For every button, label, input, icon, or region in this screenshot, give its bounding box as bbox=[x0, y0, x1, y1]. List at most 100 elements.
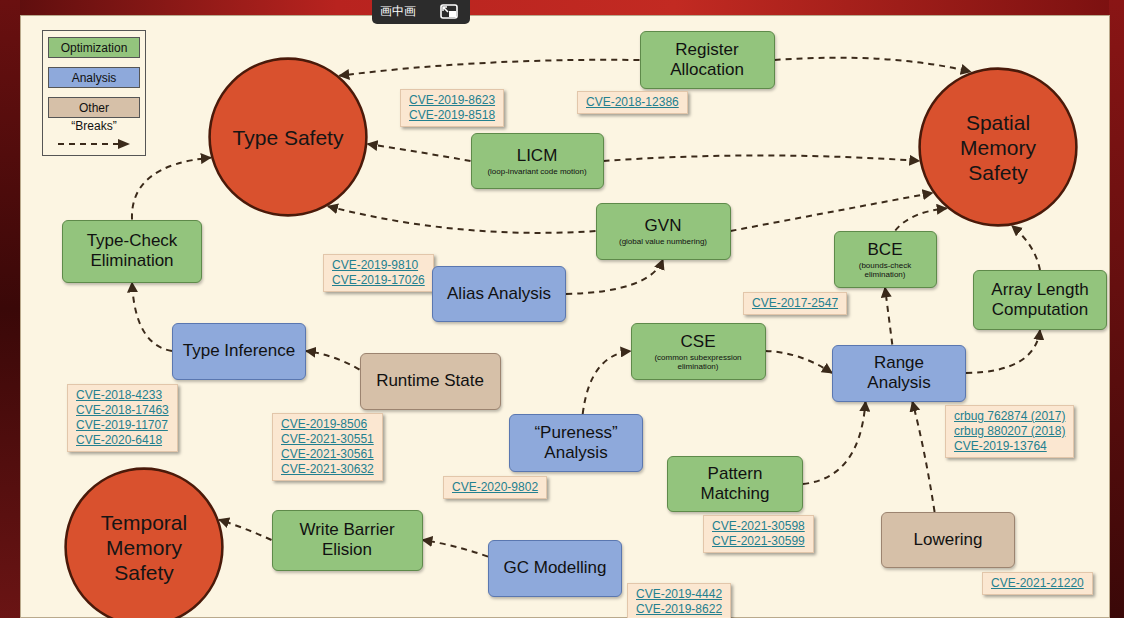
breaks-arrow bbox=[306, 351, 360, 370]
box-title: LICM bbox=[517, 146, 558, 166]
cve-note: CVE-2021-30598CVE-2021-30599 bbox=[703, 515, 814, 553]
cve-link: CVE-2021-30599 bbox=[712, 534, 805, 549]
breaks-arrow bbox=[368, 144, 471, 161]
frame-band bbox=[1109, 0, 1124, 618]
optimization-box: Type-Check Elimination bbox=[62, 220, 202, 283]
pip-overlay: 画中画 bbox=[372, 0, 470, 24]
legend-text: Analysis bbox=[72, 71, 117, 85]
breaks-arrow bbox=[328, 206, 596, 233]
other-box: Runtime State bbox=[360, 353, 501, 410]
property-circle: Type Safety bbox=[208, 57, 368, 217]
cve-note: CVE-2018-12386 bbox=[577, 91, 688, 114]
circle-label: Temporal Memory Safety bbox=[85, 510, 203, 585]
cve-link: CVE-2019-8623 bbox=[409, 93, 495, 108]
box-title: Pattern Matching bbox=[677, 464, 793, 504]
frame-band bbox=[0, 0, 1124, 16]
cve-link: CVE-2017-2547 bbox=[752, 296, 838, 311]
legend-text: Other bbox=[79, 101, 109, 115]
breaks-arrow bbox=[966, 330, 1040, 373]
pip-icon bbox=[438, 2, 462, 22]
legend-swatch: Other bbox=[48, 97, 140, 118]
other-box: Lowering bbox=[881, 512, 1015, 568]
optimization-box: BCE(bounds-check elimination) bbox=[834, 231, 937, 288]
breaks-arrow bbox=[895, 208, 946, 230]
optimization-box: CSE(common subexpression elimination) bbox=[631, 323, 766, 380]
box-title: BCE bbox=[868, 240, 903, 260]
breaks-arrow bbox=[339, 60, 639, 76]
cve-link: CVE-2019-8622 bbox=[636, 602, 722, 617]
cve-note: CVE-2019-8623CVE-2019-8518 bbox=[400, 89, 504, 127]
breaks-arrow bbox=[219, 520, 271, 540]
breaks-arrow bbox=[566, 260, 663, 295]
legend-line-sample bbox=[54, 137, 134, 151]
breaks-arrow bbox=[766, 351, 833, 373]
box-subtitle: (bounds-check elimination) bbox=[844, 261, 927, 279]
analysis-box: Range Analysis bbox=[832, 345, 966, 402]
cve-link: CVE-2018-12386 bbox=[586, 95, 679, 110]
cve-link: CVE-2021-30551 bbox=[281, 432, 374, 447]
property-circle: Spatial Memory Safety bbox=[918, 67, 1078, 227]
legend-text: Optimization bbox=[61, 41, 128, 55]
legend-swatch: Optimization bbox=[48, 37, 140, 58]
cve-note: CVE-2021-21220 bbox=[982, 572, 1093, 595]
box-title: Range Analysis bbox=[842, 353, 956, 393]
cve-note: CVE-2017-2547 bbox=[743, 292, 847, 315]
box-title: GC Modelling bbox=[504, 558, 607, 578]
circle-shape bbox=[210, 59, 367, 216]
circle-shape bbox=[66, 469, 223, 618]
cve-note: CVE-2018-4233CVE-2018-17463CVE-2019-1170… bbox=[67, 384, 178, 452]
property-circle: Temporal Memory Safety bbox=[64, 467, 224, 618]
analysis-box: “Pureness” Analysis bbox=[509, 414, 643, 472]
cve-link: CVE-2019-11707 bbox=[76, 418, 168, 433]
cve-link: CVE-2019-13764 bbox=[954, 439, 1047, 454]
legend-text: “Breaks” bbox=[43, 119, 145, 133]
breaks-arrow bbox=[423, 540, 489, 557]
box-title: Array Length Computation bbox=[983, 280, 1097, 320]
box-title: Register Allocation bbox=[650, 40, 765, 80]
circle-label: Spatial Memory Safety bbox=[939, 110, 1057, 185]
box-title: Runtime State bbox=[376, 371, 484, 391]
optimization-box: GVN(global value numbering) bbox=[596, 203, 731, 260]
analysis-box: Type Inference bbox=[172, 323, 306, 380]
box-title: CSE bbox=[681, 332, 716, 352]
optimization-box: LICM(loop-invariant code motion) bbox=[471, 133, 604, 189]
legend-box: OptimizationAnalysisOther “Breaks” bbox=[42, 30, 146, 156]
box-title: GVN bbox=[645, 216, 682, 236]
cve-link: crbug 880207 (2018) bbox=[954, 424, 1065, 439]
cve-link: CVE-2019-4442 bbox=[636, 587, 722, 602]
cve-note: CVE-2019-4442CVE-2019-8622 bbox=[627, 583, 731, 618]
breaks-arrow bbox=[775, 58, 971, 72]
box-title: Type Inference bbox=[183, 341, 295, 361]
cve-link: CVE-2021-21220 bbox=[991, 576, 1084, 591]
analysis-box: GC Modelling bbox=[488, 540, 622, 597]
legend-swatch: Analysis bbox=[48, 67, 140, 88]
box-subtitle: (loop-invariant code motion) bbox=[487, 167, 586, 176]
cve-note: CVE-2019-9810CVE-2019-17026 bbox=[323, 254, 434, 292]
optimization-box: Write Barrier Elision bbox=[272, 510, 423, 571]
optimization-box: Array Length Computation bbox=[973, 270, 1107, 330]
circle-shape bbox=[920, 69, 1077, 226]
breaks-arrow bbox=[885, 288, 892, 345]
cve-link: CVE-2021-30561 bbox=[281, 447, 374, 462]
cve-note: crbug 762874 (2017)crbug 880207 (2018)CV… bbox=[945, 405, 1074, 458]
overlay-label: 画中画 bbox=[380, 4, 416, 19]
legend-item: “Breaks” bbox=[43, 119, 145, 151]
breaks-arrow bbox=[604, 155, 920, 161]
breaks-arrow bbox=[132, 283, 172, 352]
cve-link: CVE-2019-8506 bbox=[281, 417, 367, 432]
box-title: Alias Analysis bbox=[447, 284, 551, 304]
cve-link: CVE-2021-30632 bbox=[281, 462, 374, 477]
circle-label: Type Safety bbox=[229, 125, 347, 150]
cve-note: CVE-2019-8506CVE-2021-30551CVE-2021-3056… bbox=[272, 413, 383, 481]
frame-band bbox=[0, 0, 20, 618]
cve-link: CVE-2020-6418 bbox=[76, 433, 162, 448]
cve-note: CVE-2020-9802 bbox=[443, 476, 547, 499]
box-subtitle: (common subexpression elimination) bbox=[641, 353, 756, 371]
cve-link: CVE-2020-9802 bbox=[452, 480, 538, 495]
breaks-arrow bbox=[731, 193, 933, 231]
breaks-arrow bbox=[803, 402, 866, 485]
box-title: Write Barrier Elision bbox=[282, 520, 413, 560]
breaks-arrow bbox=[1012, 226, 1040, 270]
